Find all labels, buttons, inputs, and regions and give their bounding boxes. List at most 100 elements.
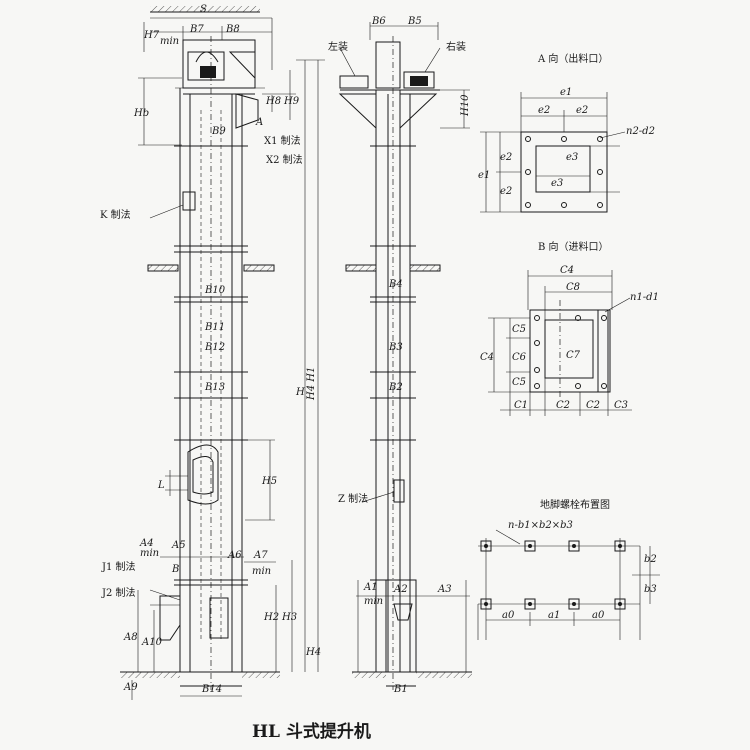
side-view-labels: 左装 右装 B6 B5 H10 B4 B3 B2 Z 制法 A1 min A2 …: [328, 16, 471, 695]
label-j1: J1 制法: [101, 560, 136, 573]
label-b11: B11: [204, 322, 225, 333]
label-e2-v1: e2: [500, 152, 512, 163]
label-c3: C3: [614, 400, 628, 411]
label-left-mount: 左装: [328, 40, 348, 53]
label-c8: C8: [566, 282, 580, 293]
label-bolt-a1: a1: [548, 610, 560, 621]
label-a7: A7: [253, 550, 268, 561]
label-hb: Hb: [133, 108, 149, 119]
label-right-mount: 右装: [446, 40, 466, 53]
flange-hole: [534, 315, 540, 321]
label-min: min: [364, 596, 383, 607]
label-e2-a: e2: [538, 105, 550, 116]
label-a6: A6: [227, 550, 242, 561]
label-a8: A8: [123, 632, 138, 643]
label-min-a4: min: [140, 548, 159, 559]
view-a-holes: [525, 136, 603, 208]
anchor-bolt: [614, 598, 626, 610]
label-h2: H2: [263, 612, 279, 623]
view-b-holes: [534, 315, 607, 389]
label-b-arrow: B: [171, 564, 179, 575]
label-b8: B8: [225, 24, 240, 35]
label-e3-b: e3: [551, 178, 563, 189]
label-min-top: min: [160, 36, 179, 47]
label-c4: C4: [560, 265, 574, 276]
anchor-bolt: [524, 598, 536, 610]
label-k: K 制法: [100, 208, 131, 221]
flange-hole: [525, 136, 531, 142]
label-a10: A10: [141, 637, 163, 648]
flange-hole: [601, 383, 607, 389]
flange-hole: [525, 169, 531, 175]
label-c2-b: C2: [586, 400, 600, 411]
anchor-bolt: [524, 540, 536, 552]
label-a-top: A: [255, 117, 263, 128]
flange-hole: [525, 202, 531, 208]
anchor-bolt-center: [618, 544, 622, 548]
label-h4: H4: [305, 647, 321, 658]
label-c4-v: C4: [480, 352, 494, 363]
label-b10: B10: [204, 285, 226, 296]
bolt-layout: 地脚螺栓布置图: [477, 498, 660, 640]
label-bolt-b2: b2: [644, 554, 657, 565]
flange-hole: [561, 136, 567, 142]
label-c7: C7: [566, 350, 581, 361]
anchor-bolt: [480, 540, 492, 552]
label-e1: e1: [560, 87, 572, 98]
label-a5: A5: [171, 540, 186, 551]
label-e3: e3: [566, 152, 578, 163]
label-b3: B3: [388, 342, 403, 353]
flange-hole: [534, 340, 540, 346]
label-b5: B5: [407, 16, 422, 27]
label-e2-b: e2: [576, 105, 588, 116]
label-e1-v: e1: [478, 170, 490, 181]
label-b9: B9: [211, 126, 226, 137]
label-c6: C6: [512, 352, 527, 363]
label-a4: A4: [139, 538, 154, 549]
label-a1: A1: [363, 582, 378, 593]
label-h: H: [295, 387, 305, 398]
label-bolt-b3: b3: [644, 584, 657, 595]
bolt-holes: [480, 540, 626, 610]
label-h9: H9: [283, 96, 300, 107]
bolt-layout-title: 地脚螺栓布置图: [540, 498, 610, 511]
flange-hole: [534, 367, 540, 373]
label-h5: H5: [261, 476, 277, 487]
flange-hole: [597, 136, 603, 142]
anchor-bolt: [480, 598, 492, 610]
anchor-bolt-center: [484, 544, 488, 548]
label-e2-v2: e2: [500, 186, 512, 197]
label-c5-b: C5: [512, 377, 526, 388]
view-b-title: B 向（进料口）: [538, 240, 609, 253]
label-bolt-a0-b: a0: [592, 610, 605, 621]
front-view-labels: S H7 min B7 B8 Hb B9 H8 H9 A X1 制法 X2 制法…: [100, 4, 321, 695]
label-bolt-formula: n-b1×b2×b3: [508, 520, 573, 531]
flange-hole: [534, 383, 540, 389]
label-a9: A9: [123, 682, 138, 693]
label-b1: B1: [393, 684, 408, 695]
anchor-bolt: [614, 540, 626, 552]
label-bolt-a0-a: a0: [502, 610, 515, 621]
front-view: [120, 6, 325, 700]
label-h4-h1: H4 H1: [306, 367, 317, 401]
anchor-bolt-center: [572, 602, 576, 606]
view-a-title: A 向（出料口）: [537, 52, 608, 65]
bolt-layout-labels: n-b1×b2×b3 b2 b3 a0 a1 a0: [502, 520, 657, 621]
label-b13: B13: [204, 382, 225, 393]
flange-hole: [575, 315, 581, 321]
flange-hole: [601, 315, 607, 321]
side-view: [338, 22, 472, 690]
flange-hole: [575, 383, 581, 389]
label-min-a7: min: [252, 566, 271, 577]
label-n2-d2: n2-d2: [626, 126, 655, 137]
label-b4: B4: [388, 279, 403, 290]
label-x2: X2 制法: [266, 153, 303, 166]
label-b6: B6: [371, 16, 386, 27]
label-b7: B7: [189, 24, 204, 35]
label-c5-a: C5: [512, 324, 526, 335]
label-a3: A3: [437, 584, 452, 595]
anchor-bolt-center: [618, 602, 622, 606]
anchor-bolt-center: [484, 602, 488, 606]
flange-hole: [597, 202, 603, 208]
